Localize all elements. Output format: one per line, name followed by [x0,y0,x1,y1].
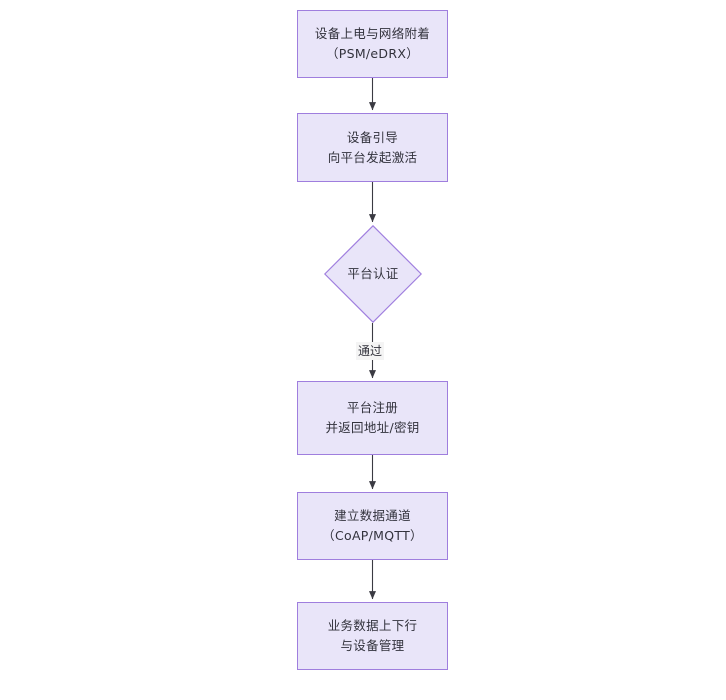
node-power-on-network-attach-line-1: 设备上电与网络附着 [314,26,431,41]
node-business-data-and-device-management-line-1: 业务数据上下行 [327,618,418,633]
node-platform-authentication-decision[interactable]: 平台认证 [324,225,422,323]
node-device-bootstrap-activation[interactable]: 设备引导 向平台发起激活 [297,113,448,182]
node-platform-authentication-label: 平台认证 [347,266,399,281]
node-platform-registration-line-1: 平台注册 [346,400,399,415]
diamond-shape [324,225,422,323]
node-platform-registration[interactable]: 平台注册 并返回地址/密钥 [297,381,448,455]
node-device-bootstrap-activation-line-2: 向平台发起激活 [327,149,418,165]
node-establish-data-channel-line-1: 建立数据通道 [334,508,411,523]
node-power-on-network-attach[interactable]: 设备上电与网络附着 （PSM/eDRX） [297,10,448,78]
node-establish-data-channel-line-2: （CoAP/MQTT） [322,528,423,543]
node-power-on-network-attach-line-2: （PSM/eDRX） [325,46,420,61]
node-establish-data-channel[interactable]: 建立数据通道 （CoAP/MQTT） [297,492,448,560]
edge-label-pass: 通过 [356,342,385,360]
node-business-data-and-device-management-line-2: 与设备管理 [340,638,405,653]
node-platform-registration-line-2: 并返回地址/密钥 [325,420,420,435]
node-device-bootstrap-activation-line-1: 设备引导 [346,129,399,145]
node-business-data-and-device-management[interactable]: 业务数据上下行 与设备管理 [297,602,448,670]
